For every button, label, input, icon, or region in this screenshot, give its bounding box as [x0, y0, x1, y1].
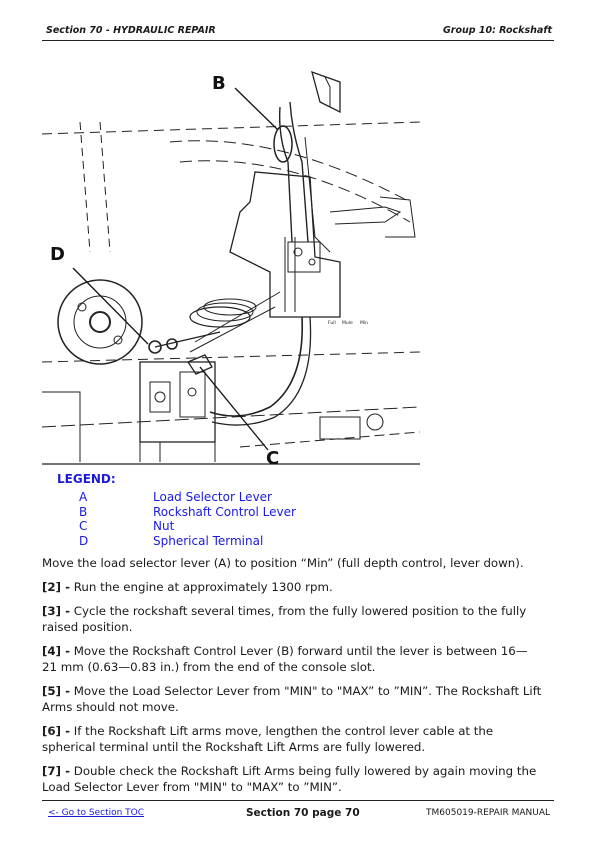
legend-label: Rockshaft Control Lever	[153, 504, 296, 519]
slot-label: Full	[328, 320, 336, 326]
procedure-steps: Move the load selector lever (A) to posi…	[42, 555, 542, 803]
step-number: [2] -	[42, 580, 70, 594]
page-header: Section 70 - HYDRAULIC REPAIR Group 10: …	[42, 22, 554, 41]
group-title: Group 10: Rockshaft	[442, 25, 552, 36]
legend-key: B	[79, 504, 88, 519]
callout-label-b: B	[212, 73, 226, 94]
page-number: Section 70 page 70	[246, 807, 360, 819]
step-number: [4] -	[42, 644, 70, 658]
step-text: If the Rockshaft Lift arms move, lengthe…	[42, 724, 494, 754]
step-2: [2] - Run the engine at approximately 13…	[42, 579, 542, 595]
legend-item: B Rockshaft Control Lever	[57, 504, 296, 520]
legend: LEGEND: A Load Selector Lever B Rockshaf…	[57, 472, 296, 549]
step-6: [6] - If the Rockshaft Lift arms move, l…	[42, 723, 542, 755]
slot-label: Mule	[342, 320, 353, 326]
step-7: [7] - Double check the Rockshaft Lift Ar…	[42, 763, 542, 795]
step-text: Run the engine at approximately 1300 rpm…	[70, 580, 333, 594]
legend-key: A	[79, 490, 88, 504]
manual-id: TM605019-REPAIR MANUAL	[426, 808, 550, 818]
legend-label: Spherical Terminal	[153, 534, 264, 549]
step-number: [5] -	[42, 684, 70, 698]
legend-key: D	[79, 534, 89, 549]
legend-key: C	[79, 519, 88, 534]
callout-label-c: C	[266, 448, 279, 466]
section-toc-link[interactable]: <- Go to Section TOC	[48, 808, 145, 818]
legend-item: A Load Selector Lever	[57, 490, 272, 505]
callout-label-d: D	[50, 244, 65, 265]
legend-item: D Spherical Terminal	[57, 534, 263, 549]
rockshaft-diagram: Full Mule Min B D C	[41, 70, 420, 466]
step-text: Move the Load Selector Lever from "MIN" …	[42, 684, 542, 714]
step-intro: Move the load selector lever (A) to posi…	[42, 556, 524, 570]
legend-label: Load Selector Lever	[153, 490, 272, 504]
step-number: [6] -	[42, 724, 70, 738]
slot-label: Min	[360, 320, 368, 326]
step-text: Move the Rockshaft Control Lever (B) for…	[42, 644, 528, 674]
step-4: [4] - Move the Rockshaft Control Lever (…	[42, 643, 542, 675]
step-5: [5] - Move the Load Selector Lever from …	[42, 683, 542, 715]
step-3: [3] - Cycle the rockshaft several times,…	[42, 603, 542, 635]
legend-item: C Nut	[57, 519, 174, 534]
step-text: Cycle the rockshaft several times, from …	[42, 604, 527, 634]
step-number: [3] -	[42, 604, 70, 618]
legend-title: LEGEND:	[57, 472, 116, 486]
step-text: Double check the Rockshaft Lift Arms bei…	[42, 764, 537, 794]
legend-label: Nut	[153, 519, 175, 534]
page-footer: <- Go to Section TOC Section 70 page 70 …	[42, 800, 554, 825]
section-title: Section 70 - HYDRAULIC REPAIR	[46, 25, 216, 36]
step-number: [7] -	[42, 764, 70, 778]
